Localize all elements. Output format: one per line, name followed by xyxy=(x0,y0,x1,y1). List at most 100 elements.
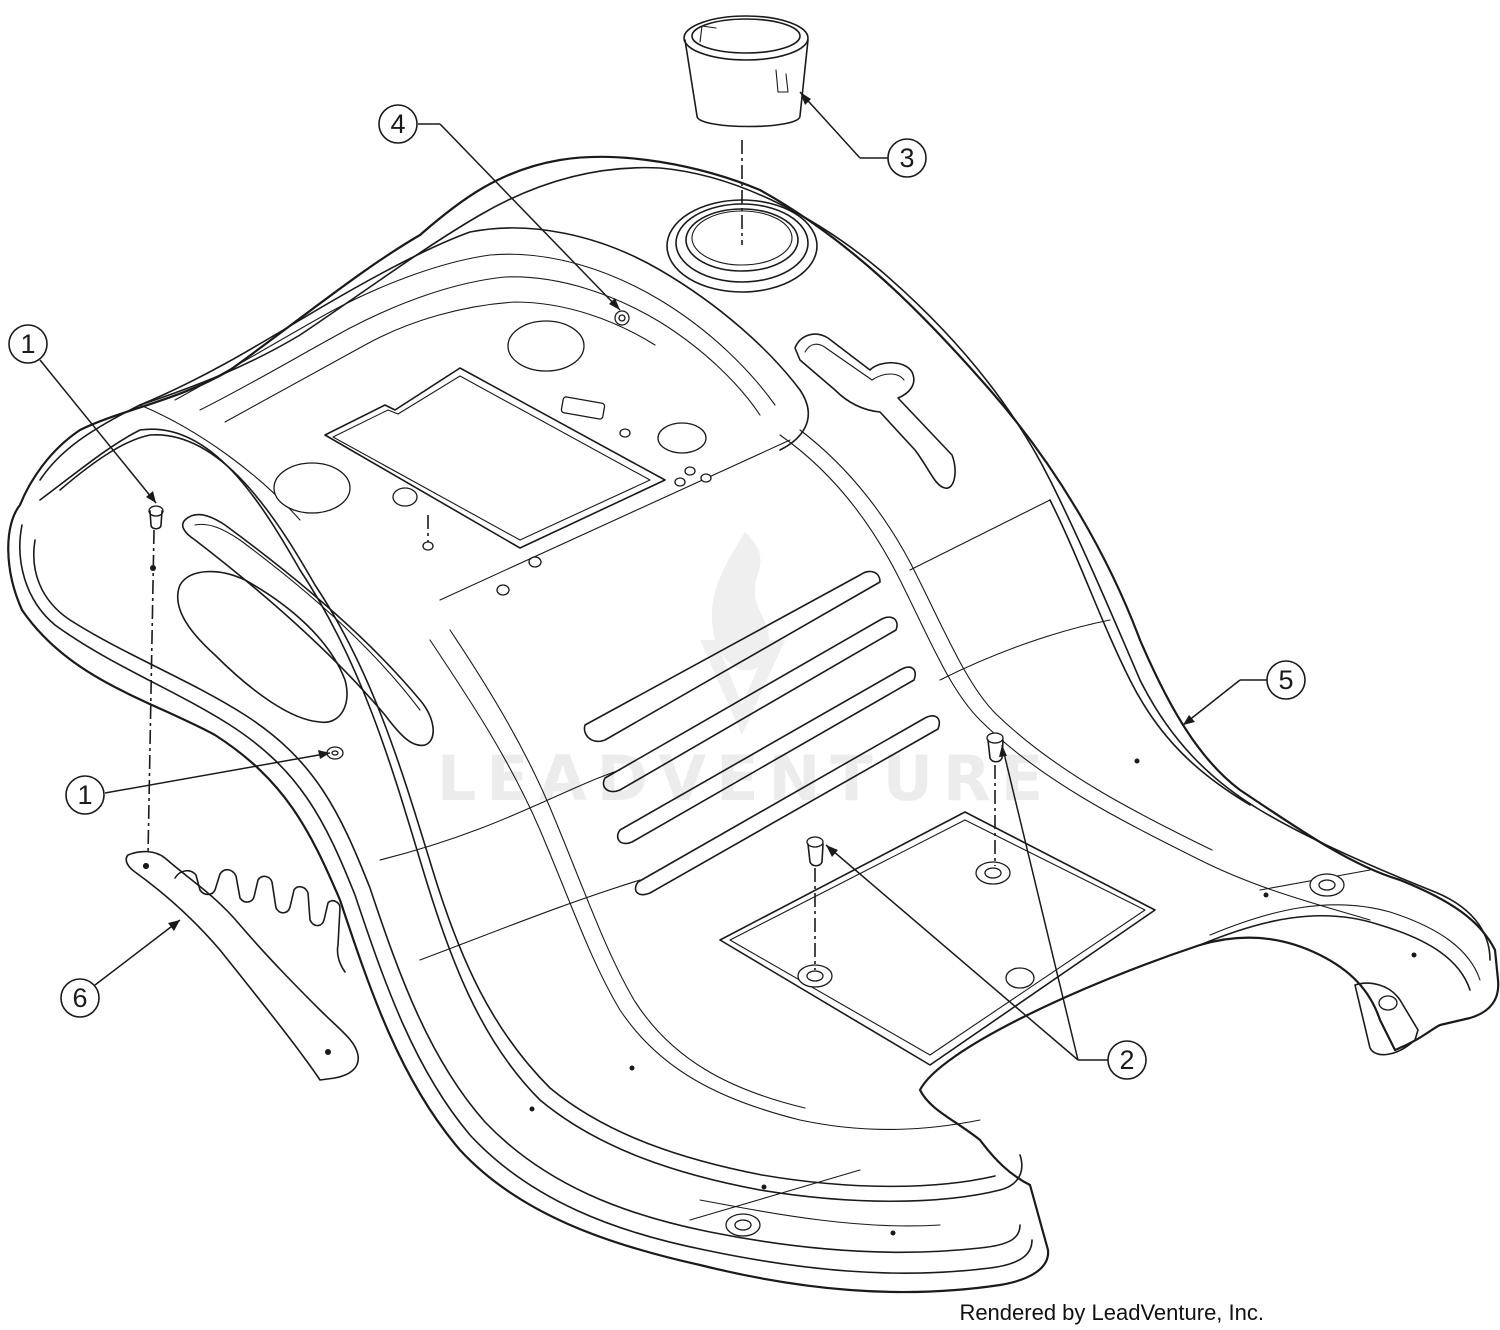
small-hole xyxy=(529,1106,535,1112)
callout-label: 6 xyxy=(72,983,87,1013)
callout-5[interactable]: 5 xyxy=(1182,660,1306,726)
skirt-line-2 xyxy=(33,539,1021,1254)
fender-top-edge xyxy=(39,166,1491,961)
bracket-outline xyxy=(125,850,360,1081)
left-arm-cross xyxy=(699,1199,941,1227)
callout-label: 3 xyxy=(899,143,914,173)
callout-circle xyxy=(1107,1040,1147,1080)
dash-panel-ridge-2 xyxy=(199,276,761,416)
fuel-cap-part xyxy=(683,15,809,245)
dash-cutout xyxy=(324,367,666,549)
watermark-flame-icon xyxy=(711,532,770,671)
mount-bosses xyxy=(725,861,1398,1237)
fender-body xyxy=(7,155,1500,1294)
right-arm-inner xyxy=(1199,915,1471,991)
leader-arrowhead xyxy=(609,298,620,310)
leader-line xyxy=(825,844,1079,1061)
small-holes xyxy=(143,565,1417,1236)
fender-slot-long-inner xyxy=(194,523,421,711)
lever-slot xyxy=(794,333,956,489)
fender-left-ridge-2 xyxy=(59,434,996,1188)
bracket-hole xyxy=(143,863,149,869)
watermark-text: LEADVENTURE xyxy=(437,742,1053,815)
small-hole xyxy=(761,1184,767,1190)
floor-rib-3 xyxy=(616,666,916,845)
fender-left-ridge xyxy=(39,428,1023,1203)
skirt-line-1 xyxy=(19,524,1033,1274)
callout-6[interactable]: 6 xyxy=(60,919,181,1018)
fuel-cap-top-inner xyxy=(691,18,801,54)
band-seam-right xyxy=(909,499,1051,571)
dash-panel-ridge-3 xyxy=(224,301,656,423)
callout-2[interactable]: 2 xyxy=(825,744,1147,1080)
callout-circle xyxy=(8,324,48,364)
leader-line xyxy=(1001,744,1079,1061)
callout-4[interactable]: 4 xyxy=(378,104,621,311)
band-seam-lower xyxy=(419,879,641,961)
callout-label: 1 xyxy=(77,780,92,810)
leader-arrowhead xyxy=(800,92,811,105)
dash-hole-small-5 xyxy=(422,541,434,551)
floor-plate-hole xyxy=(1005,967,1035,989)
floor-plate-inner xyxy=(729,819,1146,1056)
dash-hole-small-3 xyxy=(700,473,712,483)
watermark: LEADVENTURE xyxy=(437,532,1053,815)
floor-plate xyxy=(719,811,1156,1066)
dash-hole-key xyxy=(392,487,418,507)
small-hole xyxy=(1411,952,1417,958)
leader-line xyxy=(439,123,621,311)
callout-label: 2 xyxy=(1119,1045,1134,1075)
dash-hole-large-left xyxy=(273,462,351,514)
small-hole xyxy=(1134,758,1140,764)
floor-rib-4 xyxy=(634,715,941,896)
callout-circle xyxy=(65,775,105,815)
leader-line xyxy=(39,359,157,504)
small-hole xyxy=(629,1065,635,1071)
leader-line xyxy=(94,919,181,986)
dash-hole-small-6 xyxy=(528,556,542,568)
fastener-1-centerline xyxy=(147,529,155,856)
render-credit: Rendered by LeadVenture, Inc. xyxy=(959,1300,1264,1325)
boss-rear-left-inner xyxy=(734,1219,752,1231)
leader-arrowhead xyxy=(826,845,838,857)
boss-rear-right-inner xyxy=(1318,879,1336,891)
seat-right-edge-2 xyxy=(799,429,1213,851)
fender-slot-long xyxy=(181,513,434,747)
right-arm-inner-2 xyxy=(1209,904,1481,981)
dash-hole-small-7 xyxy=(496,584,510,596)
band-seam-left xyxy=(139,404,301,521)
leader-arrowhead xyxy=(146,491,156,503)
callout-1-lower[interactable]: 1 xyxy=(65,750,331,815)
dash-panel-ridge-1 xyxy=(174,253,776,406)
bracket-part-6 xyxy=(125,850,360,1081)
floor-ribs xyxy=(583,570,941,896)
dash-panel-outline xyxy=(139,227,810,451)
boss-tab xyxy=(1378,995,1398,1011)
dash-hole-small-1 xyxy=(619,428,631,438)
nut-4 xyxy=(614,310,630,326)
leader-arrowhead xyxy=(318,750,330,759)
leader-line xyxy=(799,91,861,159)
floor-rib-1 xyxy=(583,570,881,743)
leader-line xyxy=(104,752,331,794)
leader-arrowhead xyxy=(168,920,180,931)
bolt-2-right xyxy=(986,732,1004,763)
fastener-1-upper xyxy=(148,505,164,530)
callout-circle xyxy=(887,138,927,178)
callout-3[interactable]: 3 xyxy=(799,91,927,178)
dash-hole-small-4 xyxy=(674,477,686,487)
fuel-cap-tab-right xyxy=(775,69,789,93)
fender-slot-wide xyxy=(176,570,348,723)
fuel-cap-tab-left xyxy=(699,25,717,43)
dash-cutout-inner xyxy=(332,375,651,541)
right-tab xyxy=(1354,982,1419,1056)
dash-hole-large-top xyxy=(507,320,585,372)
right-arm-edge xyxy=(1049,499,1251,806)
boss-plate-right-inner xyxy=(984,867,1002,879)
seat-left-edge-2 xyxy=(449,629,806,1109)
leader-arrowhead xyxy=(999,745,1007,757)
callout-circle xyxy=(1266,660,1306,700)
callout-1-upper[interactable]: 1 xyxy=(8,324,157,504)
dash-hole-right xyxy=(657,422,707,454)
